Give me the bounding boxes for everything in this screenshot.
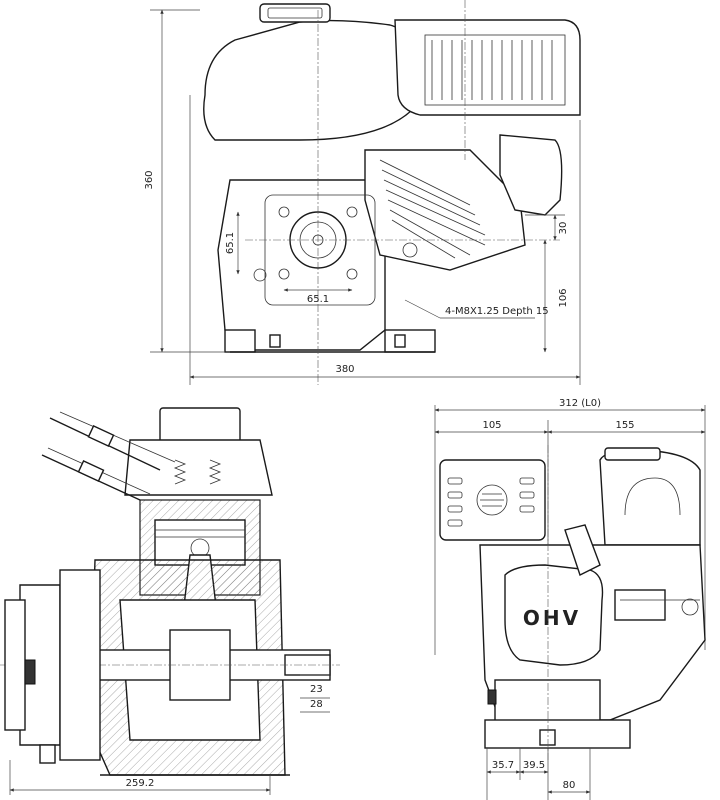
crankcase [217,179,386,351]
bolt-note: 4-M8X1.25 Depth 15 [445,306,549,317]
side-vents [447,477,535,527]
air-intake-grille [476,484,508,516]
dim-side-left: 105 [482,420,501,431]
fuel-cap [259,3,331,23]
dim-flange-horizontal: 65.1 [307,294,329,305]
muffler [499,134,563,216]
dim-side-right: 155 [615,420,634,431]
base-foot-left [224,329,256,353]
dim-base-b: 39.5 [523,760,545,771]
dim-section-width: 259.2 [126,778,155,789]
dim-flange-vertical: 65.1 [225,232,236,254]
dim-base-c: 80 [563,780,576,791]
dim-key-23: 23 [310,684,323,695]
valve-cover [504,564,604,666]
dim-front-width: 380 [335,364,354,375]
air-filter-housing [394,19,581,116]
fuel-tank [203,19,413,141]
front-view: 360 380 65.1 65.1 30 106 4-M8X1.25 Depth… [144,0,581,385]
cooling-fins [379,159,486,259]
valve-cover-label: OHV [523,606,581,630]
air-filter-grille [431,40,553,100]
dim-offset-30: 30 [558,222,569,235]
valve-springs [173,459,222,485]
base-foot-right [384,329,436,353]
dim-side-total: 312 (L0) [559,398,601,409]
dim-shaft-height: 106 [558,288,569,307]
section-view: 259.2 23 28 [0,407,340,795]
side-crankcase [494,679,601,726]
dim-base-a: 35.7 [492,760,514,771]
side-base [484,719,631,749]
side-fuel-tank [599,449,701,546]
mount-flange [264,194,376,306]
side-view: 312 (L0) 105 155 OHV [434,398,706,800]
dim-shaft-28: 28 [310,699,323,710]
dim-front-height: 360 [144,170,155,189]
